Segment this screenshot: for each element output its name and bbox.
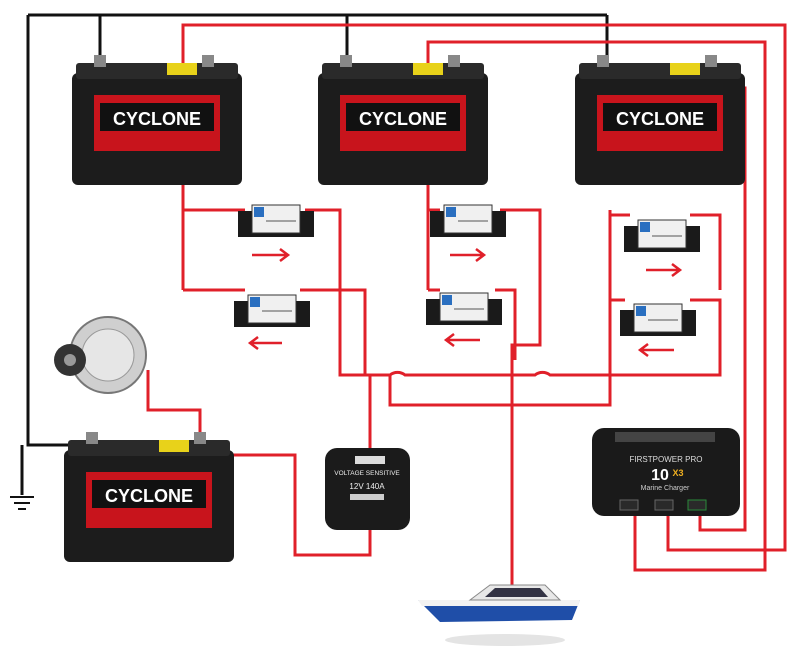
- battery-house-1: CYCLONE: [72, 55, 242, 185]
- vsr-title: VOLTAGE SENSITIVE: [334, 470, 400, 477]
- arrow-right-icon: [646, 263, 683, 277]
- diode-2b: [425, 292, 503, 326]
- boat-icon: [418, 584, 580, 646]
- voltage-sensitive-relay: VOLTAGE SENSITIVE 12V 140A: [325, 448, 410, 530]
- ground-icon: [10, 496, 34, 510]
- arrow-left-icon: [247, 336, 282, 350]
- diode-1a: [237, 204, 315, 238]
- battery-brand: CYCLONE: [105, 486, 193, 506]
- direction-arrows: [247, 248, 683, 357]
- battery-house-3: CYCLONE: [575, 55, 745, 185]
- battery-brand: CYCLONE: [113, 109, 201, 129]
- marine-charger: FIRSTPOWER PRO 10 X3 Marine Charger: [592, 428, 740, 516]
- charger-suffix: X3: [672, 468, 683, 478]
- diode-1b: [233, 294, 311, 328]
- diode-3b: [619, 303, 697, 337]
- battery-brand: CYCLONE: [359, 109, 447, 129]
- arrow-left-icon: [637, 343, 674, 357]
- arrow-left-icon: [443, 333, 480, 347]
- negative-wiring: [20, 13, 609, 495]
- diode-3a: [623, 219, 701, 253]
- vsr-rating: 12V 140A: [349, 482, 385, 491]
- charger-subtitle: Marine Charger: [641, 485, 690, 492]
- battery-house-2: CYCLONE: [318, 55, 488, 185]
- arrow-right-icon: [450, 248, 487, 262]
- diode-2a: [429, 204, 507, 238]
- alternator-icon: [54, 316, 147, 394]
- battery-starting: CYCLONE: [64, 432, 234, 562]
- arrow-right-icon: [252, 248, 291, 262]
- charger-model: 10: [651, 467, 669, 484]
- battery-brand: CYCLONE: [616, 109, 704, 129]
- charger-brand: FIRSTPOWER PRO: [630, 455, 703, 464]
